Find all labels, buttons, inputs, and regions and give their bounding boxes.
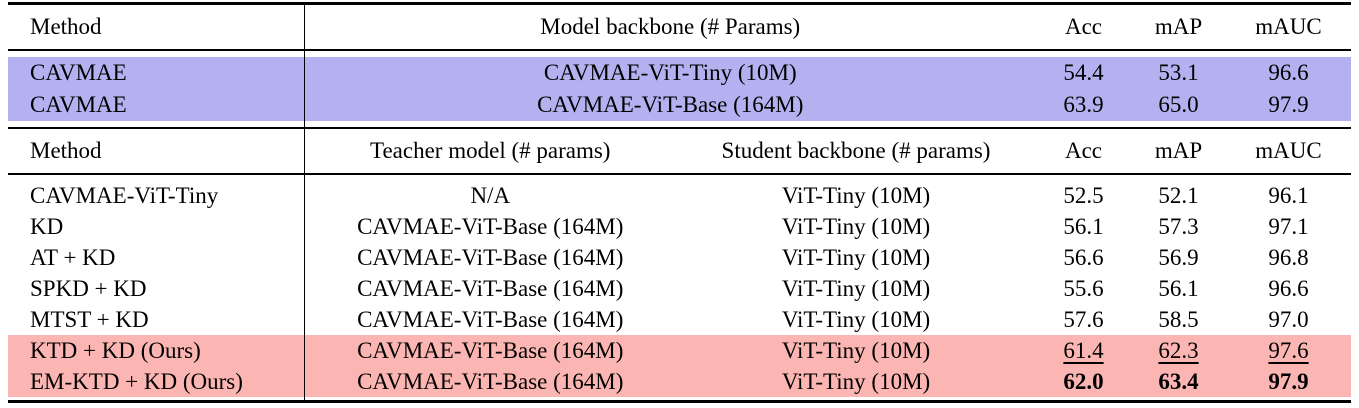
cell-teacher: CAVMAE-ViT-Base (164M) bbox=[304, 366, 676, 397]
spacer bbox=[8, 121, 1351, 127]
cell-map: 63.4 bbox=[1131, 366, 1226, 397]
cell-teacher: CAVMAE-ViT-Base (164M) bbox=[304, 335, 676, 366]
column-header-acc: Acc bbox=[1064, 14, 1103, 39]
cell-method: AT + KD bbox=[8, 242, 305, 273]
column-header-acc: Acc bbox=[1064, 138, 1103, 163]
cell-acc: 56.6 bbox=[1063, 244, 1104, 270]
column-header-model-backbone: Model backbone (# Params) bbox=[540, 14, 801, 39]
cell-teacher: CAVMAE-ViT-Base (164M) bbox=[357, 244, 624, 270]
results-table: Method Model backbone (# Params) Acc mAP… bbox=[8, 2, 1351, 403]
top-rule bbox=[8, 2, 1351, 5]
table-row: KD CAVMAE-ViT-Base (164M) ViT-Tiny (10M)… bbox=[8, 211, 1351, 242]
cell-map: 53.1 bbox=[1131, 57, 1226, 89]
cell-mauc: 97.9 bbox=[1226, 366, 1351, 397]
cell-map: 56.1 bbox=[1158, 275, 1199, 301]
cell-mauc: 96.6 bbox=[1226, 57, 1351, 89]
cell-acc: 54.4 bbox=[1036, 57, 1131, 89]
spacer bbox=[8, 51, 1351, 57]
cell-model-backbone: CAVMAE-ViT-Base (164M) bbox=[304, 89, 1036, 121]
cell-student: ViT-Tiny (10M) bbox=[781, 275, 931, 301]
table-row: CAVMAE-ViT-Tiny N/A ViT-Tiny (10M) 52.5 … bbox=[8, 180, 1351, 211]
cell-map: 62.3 bbox=[1131, 335, 1226, 366]
table-row-ours-ktd: KTD + KD (Ours) CAVMAE-ViT-Base (164M) V… bbox=[8, 335, 1351, 366]
bottom-rule bbox=[8, 400, 1351, 403]
spacer bbox=[8, 397, 1351, 400]
cell-student: ViT-Tiny (10M) bbox=[781, 182, 931, 208]
table-row: CAVMAE CAVMAE-ViT-Base (164M) 63.9 65.0 … bbox=[8, 89, 1351, 121]
cell-student: ViT-Tiny (10M) bbox=[781, 213, 931, 239]
cell-acc: 61.4 bbox=[1036, 335, 1131, 366]
cell-map: 52.1 bbox=[1158, 182, 1199, 208]
cell-teacher: N/A bbox=[470, 182, 511, 208]
cell-student: ViT-Tiny (10M) bbox=[676, 335, 1036, 366]
cell-acc: 55.6 bbox=[1063, 275, 1104, 301]
cell-map: 57.3 bbox=[1158, 213, 1199, 239]
cell-method: EM-KTD + KD (Ours) bbox=[8, 366, 305, 397]
section-divider-rule bbox=[8, 127, 1351, 129]
cell-method: CAVMAE bbox=[8, 89, 305, 121]
cell-teacher: CAVMAE-ViT-Base (164M) bbox=[357, 275, 624, 301]
column-header-mauc: mAUC bbox=[1255, 138, 1322, 163]
cell-mauc: 96.8 bbox=[1268, 244, 1309, 270]
column-header-method: Method bbox=[8, 129, 305, 173]
table-row-ours-em-ktd: EM-KTD + KD (Ours) CAVMAE-ViT-Base (164M… bbox=[8, 366, 1351, 397]
section2-header-row: Method Teacher model (# params) Student … bbox=[8, 129, 1351, 173]
table-row: SPKD + KD CAVMAE-ViT-Base (164M) ViT-Tin… bbox=[8, 273, 1351, 304]
table-row: CAVMAE CAVMAE-ViT-Tiny (10M) 54.4 53.1 9… bbox=[8, 57, 1351, 89]
cell-mauc: 96.6 bbox=[1268, 275, 1309, 301]
cell-method: SPKD + KD bbox=[8, 273, 305, 304]
cell-method: MTST + KD bbox=[8, 304, 305, 335]
cell-mauc: 97.1 bbox=[1268, 213, 1309, 239]
header-rule bbox=[8, 173, 1351, 175]
spacer bbox=[8, 175, 1351, 180]
table-row: AT + KD CAVMAE-ViT-Base (164M) ViT-Tiny … bbox=[8, 242, 1351, 273]
cell-student: ViT-Tiny (10M) bbox=[781, 306, 931, 332]
cell-mauc: 97.6 bbox=[1226, 335, 1351, 366]
column-header-map: mAP bbox=[1154, 138, 1203, 163]
cell-method: CAVMAE bbox=[8, 57, 305, 89]
cell-acc: 63.9 bbox=[1036, 89, 1131, 121]
cell-method: CAVMAE-ViT-Tiny bbox=[8, 180, 305, 211]
cell-method: KTD + KD (Ours) bbox=[8, 335, 305, 366]
cell-acc: 52.5 bbox=[1063, 182, 1104, 208]
column-header-student: Student backbone (# params) bbox=[721, 138, 991, 163]
cell-acc: 62.0 bbox=[1036, 366, 1131, 397]
cell-acc: 57.6 bbox=[1063, 306, 1104, 332]
cell-map: 56.9 bbox=[1158, 244, 1199, 270]
cell-method: KD bbox=[8, 211, 305, 242]
cell-acc: 56.1 bbox=[1063, 213, 1104, 239]
cell-mauc: 96.1 bbox=[1268, 182, 1309, 208]
column-header-map: mAP bbox=[1154, 14, 1203, 39]
cell-mauc: 97.9 bbox=[1226, 89, 1351, 121]
cell-mauc: 97.0 bbox=[1268, 306, 1309, 332]
table-row: MTST + KD CAVMAE-ViT-Base (164M) ViT-Tin… bbox=[8, 304, 1351, 335]
column-header-teacher: Teacher model (# params) bbox=[370, 138, 611, 163]
cell-teacher: CAVMAE-ViT-Base (164M) bbox=[357, 213, 624, 239]
cell-student: ViT-Tiny (10M) bbox=[781, 244, 931, 270]
column-header-method: Method bbox=[8, 5, 305, 49]
cell-map: 65.0 bbox=[1131, 89, 1226, 121]
cell-student: ViT-Tiny (10M) bbox=[676, 366, 1036, 397]
column-header-mauc: mAUC bbox=[1255, 14, 1322, 39]
header-rule bbox=[8, 49, 1351, 51]
cell-model-backbone: CAVMAE-ViT-Tiny (10M) bbox=[304, 57, 1036, 89]
cell-map: 58.5 bbox=[1158, 306, 1199, 332]
section1-header-row: Method Model backbone (# Params) Acc mAP… bbox=[8, 5, 1351, 49]
cell-teacher: CAVMAE-ViT-Base (164M) bbox=[357, 306, 624, 332]
